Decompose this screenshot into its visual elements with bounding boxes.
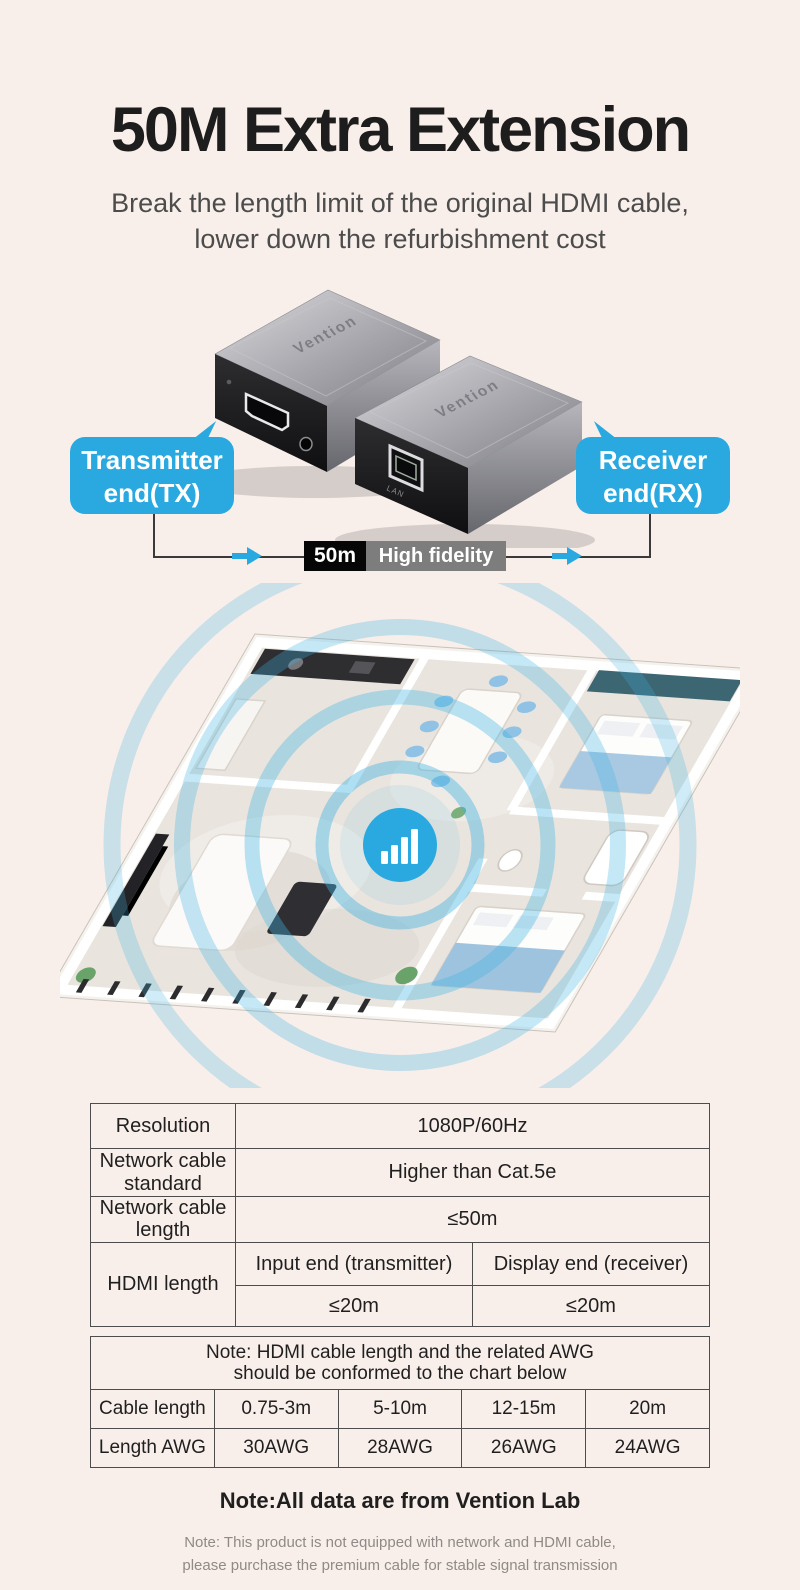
rx-connector-line [649,512,651,558]
awg-cell: Length AWG [90,1428,215,1468]
awg-note-line-2: should be conformed to the chart below [233,1363,567,1384]
transmitter-label-line-2: end(TX) [103,478,201,509]
awg-cell: 30AWG [213,1428,339,1468]
transmitter-label-line-1: Transmitter [81,445,223,475]
distance-badge: 50m [304,541,366,571]
spec-value: 1080P/60Hz [235,1103,710,1149]
receiver-label-line-2: end(RX) [603,478,703,509]
receiver-callout: Receiver end(RX) [576,421,730,514]
spec-label: Resolution [90,1103,236,1149]
awg-note: Note: HDMI cable length and the related … [90,1336,710,1390]
hdmi-port-icon [244,392,290,432]
disclaimer-line-2: please purchase the premium cable for st… [182,1557,618,1575]
tx-connector-line [153,512,155,558]
awg-table: Note: HDMI cable length and the related … [90,1336,710,1468]
table-row: Network cable length ≤50m [90,1196,710,1243]
table-header-row: Note: HDMI cable length and the related … [90,1336,710,1390]
spec-table: Resolution 1080P/60Hz Network cable stan… [90,1103,710,1327]
spec-subheader: Input end (transmitter) [235,1241,473,1286]
subtitle-line-1: Break the length limit of the original H… [111,188,689,218]
signal-rings [103,583,697,1088]
awg-cell: 20m [585,1389,710,1429]
awg-cell: 28AWG [337,1428,463,1468]
page-subtitle: Break the length limit of the original H… [0,186,800,257]
disclaimer-note: Note: This product is not equipped with … [0,1531,800,1578]
awg-cell: 5-10m [337,1389,463,1429]
arrow-right-icon [232,547,262,565]
awg-cell: 0.75-3m [213,1389,339,1429]
spec-value: Higher than Cat.5e [235,1148,710,1197]
subtitle-line-2: lower down the refurbishment cost [194,223,606,254]
lab-note: Note:All data are from Vention Lab [219,1488,581,1513]
floor-plan-illustration [60,583,740,1088]
receiver-label-line-1: Receiver [598,445,708,475]
audio-jack-icon [299,436,313,452]
table-row: HDMI length Input end (transmitter) Disp… [90,1241,710,1327]
spec-subheader: Display end (receiver) [472,1241,710,1286]
spec-value: ≤50m [235,1196,710,1243]
page-title: 50M Extra Extension [110,95,691,165]
quality-badge: High fidelity [366,541,506,571]
spec-label: Network cable standard [90,1148,236,1197]
signal-bars-icon [363,808,437,882]
table-row: Network cable standard Higher than Cat.5… [90,1148,710,1197]
awg-cell: 24AWG [585,1428,710,1468]
awg-cell: Cable length [90,1389,215,1429]
spec-subvalue: ≤20m [472,1284,710,1327]
arrow-right-icon [552,547,582,565]
table-row: Cable length 0.75-3m 5-10m 12-15m 20m [90,1389,710,1429]
awg-cell: 12-15m [461,1389,587,1429]
table-row: ≤20m ≤20m [91,1284,710,1327]
table-row: Resolution 1080P/60Hz [90,1103,710,1149]
transmitter-callout: Transmitter end(TX) [70,421,234,514]
table-row: Length AWG 30AWG 28AWG 26AWG 24AWG [90,1428,710,1468]
disclaimer-line-1: Note: This product is not equipped with … [184,1534,616,1551]
rj45-port-icon [388,443,424,493]
awg-cell: 26AWG [461,1428,587,1468]
awg-note-line-1: Note: HDMI cable length and the related … [206,1341,594,1363]
spec-label: Network cable length [90,1196,236,1243]
spec-subvalue: ≤20m [235,1284,473,1327]
spec-label: HDMI length [90,1241,236,1327]
